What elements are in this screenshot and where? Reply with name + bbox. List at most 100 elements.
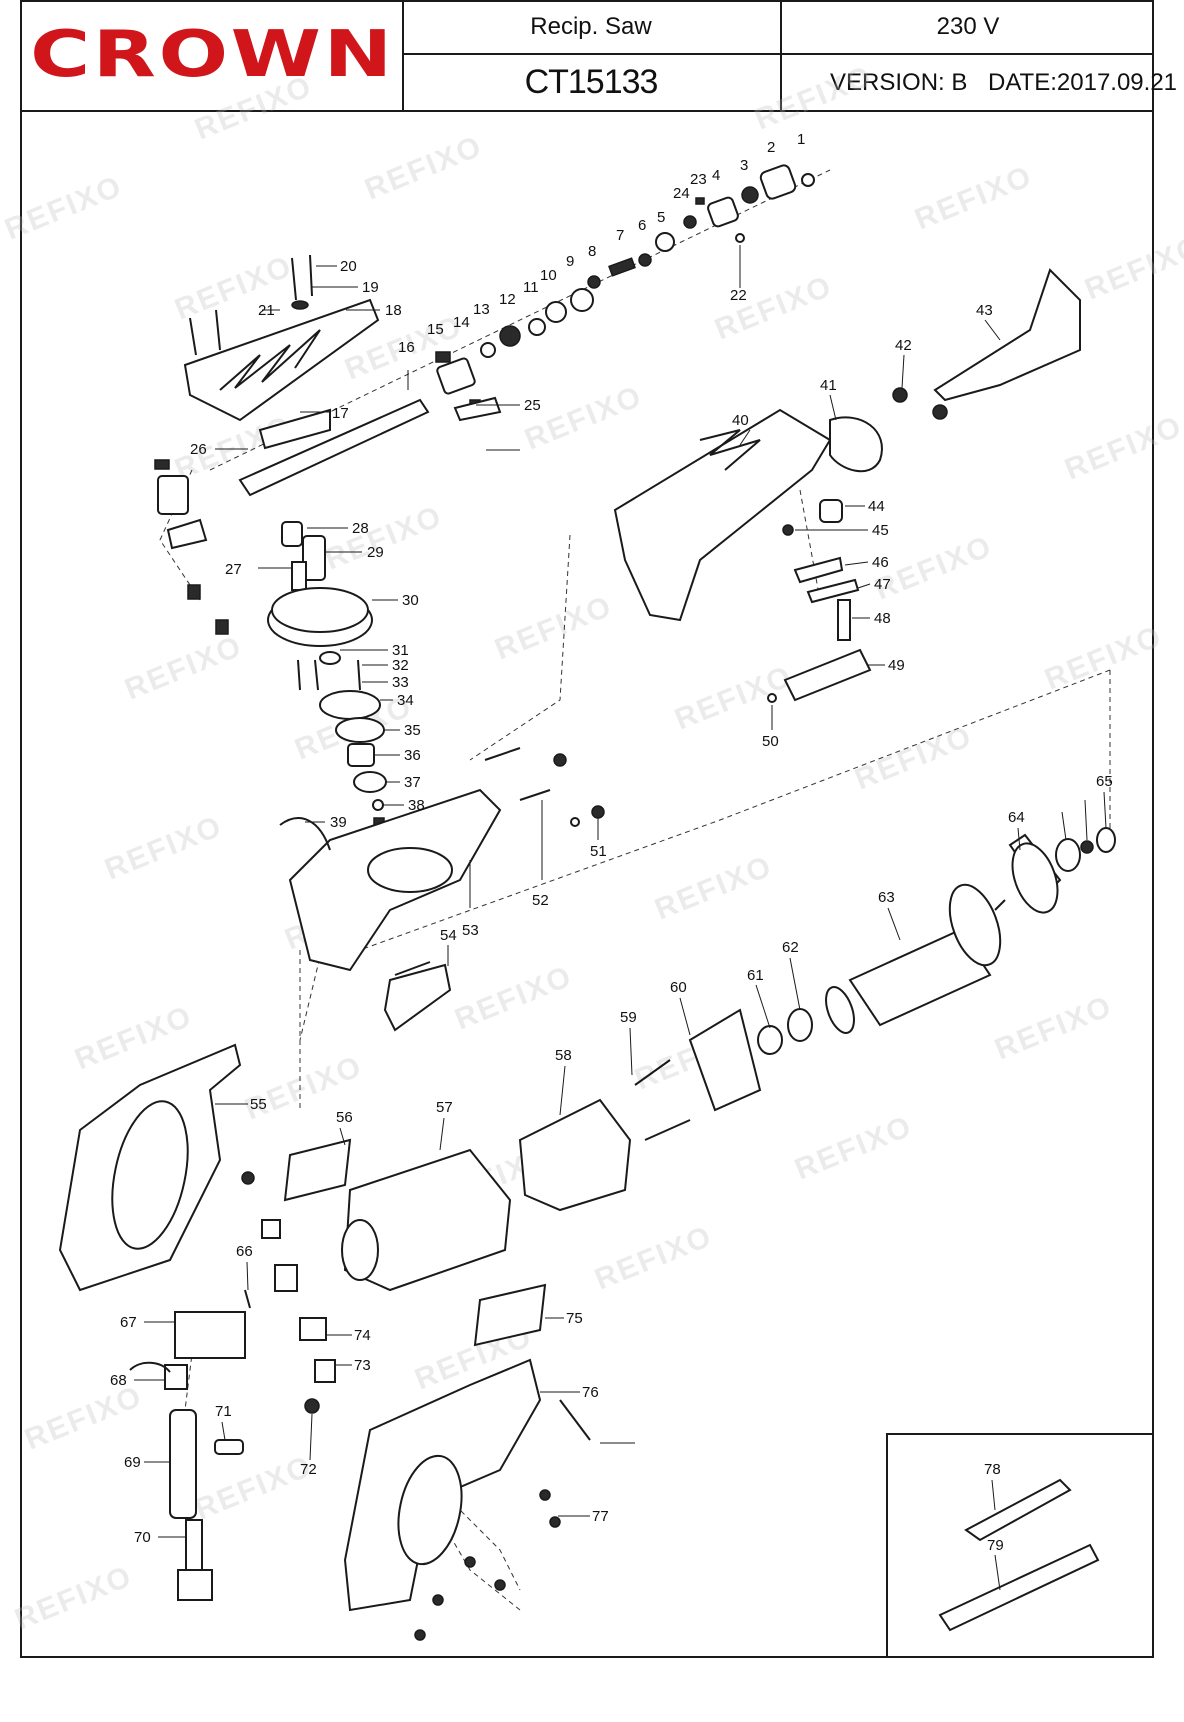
part-label: 17 [332,405,349,422]
part-37 [353,771,387,793]
watermark: REFIXO [0,170,127,247]
part-60-baffle [688,1008,762,1112]
version: VERSION: B [830,68,968,96]
leader-line [339,1127,346,1146]
part-26-screw [187,584,201,600]
part-47 [806,578,860,604]
part-62 [787,1008,813,1042]
part-41 [829,416,883,473]
part-72 [304,1398,320,1414]
part-label: 9 [566,253,574,270]
leader-line [984,319,1001,341]
part-label: 53 [462,922,479,939]
part-42 [932,404,948,420]
watermark: REFIXO [520,380,647,457]
part-26-screw [215,619,229,635]
part-label: 25 [524,397,541,414]
part-label: 14 [453,314,470,331]
part-label: 3 [740,157,748,174]
part-label: 20 [340,258,357,275]
watermark: REFIXO [870,530,997,607]
part-26-block [157,475,189,515]
part-57-motor-housing [343,1148,512,1292]
watermark: REFIXO [590,1220,717,1297]
title-block: CROWN Recip. Saw 230 V CT15133 VERSION: … [20,0,1177,112]
part-20 [309,254,313,297]
leader-line [309,1413,313,1461]
leader-line [559,1065,566,1116]
part-20 [189,317,197,356]
part-label: 52 [532,892,549,909]
part-label: 67 [120,1314,137,1331]
part-11 [528,318,546,336]
part-52-screw [559,1399,591,1441]
leader-line [901,354,905,389]
leader-line [221,1421,226,1441]
leader-line [994,1554,1001,1591]
part-4 [707,196,739,228]
part-79-blade [938,1543,1100,1632]
part-68-wire [129,1361,171,1373]
part-65 [1096,827,1116,853]
part-20 [215,309,221,351]
part-labels: 1 2 3 4 5 6 7 8 9 10 11 12 13 14 15 16 1… [110,131,1113,1554]
leader-line [679,997,691,1036]
part-label: 8 [588,243,596,260]
part-53-bearing-seat [367,847,453,893]
accessory-inset-box [886,1433,1154,1658]
part-label: 13 [473,301,490,318]
part-label: 23 [690,171,707,188]
part-label: 71 [215,1403,232,1420]
part-label: 28 [352,520,369,537]
leader-line [1103,791,1107,829]
assembly-guide [409,1459,521,1591]
part-31 [319,651,341,665]
leader-line [789,957,801,1011]
part-16-shaft [238,398,430,497]
part-label: 48 [874,610,891,627]
watermark: REFIXO [190,70,317,147]
part-label: 76 [582,1384,599,1401]
part-label: 66 [236,1243,253,1260]
watermark: REFIXO [170,250,297,327]
part-76-grip-opening [397,1454,463,1566]
part-2 [759,164,797,200]
leader-line [739,429,751,446]
part-label: 57 [436,1099,453,1116]
watermark: REFIXO [490,590,617,667]
part-52-screw [519,789,551,801]
part-label: 11 [523,279,539,296]
part-3 [741,186,759,204]
part-label: 61 [747,967,764,984]
part-label: 24 [673,185,690,202]
leader-line [1017,827,1021,851]
leader-line [439,1117,445,1151]
watermark: REFIXO [10,1560,137,1637]
part-label: 40 [732,412,749,429]
part-7-screw [484,747,521,761]
model-number: CT15133 [402,55,782,110]
part-label: 49 [888,657,905,674]
gear-assembly [267,521,387,833]
part-23 [695,197,705,205]
part-46 [793,556,844,584]
part-label: 12 [499,291,516,308]
part-54-screw [394,961,431,976]
part-43-shoe [933,268,1081,402]
watermark: REFIXO [650,850,777,927]
assembly-guide [469,534,571,761]
part-36 [347,743,375,767]
part-label: 42 [895,337,912,354]
leader-line [246,1261,249,1291]
part-label: 16 [398,339,415,356]
part-1 [801,173,815,187]
motor-assembly [341,827,1116,1292]
part-12 [499,325,521,347]
watermark: REFIXO [990,990,1117,1067]
part-59-screw [644,1119,691,1141]
part-label: 70 [134,1529,151,1546]
assembly-guide [359,669,1111,951]
part-32 [357,659,361,691]
part-35-bearing [1055,838,1081,872]
part-label: 43 [976,302,993,319]
